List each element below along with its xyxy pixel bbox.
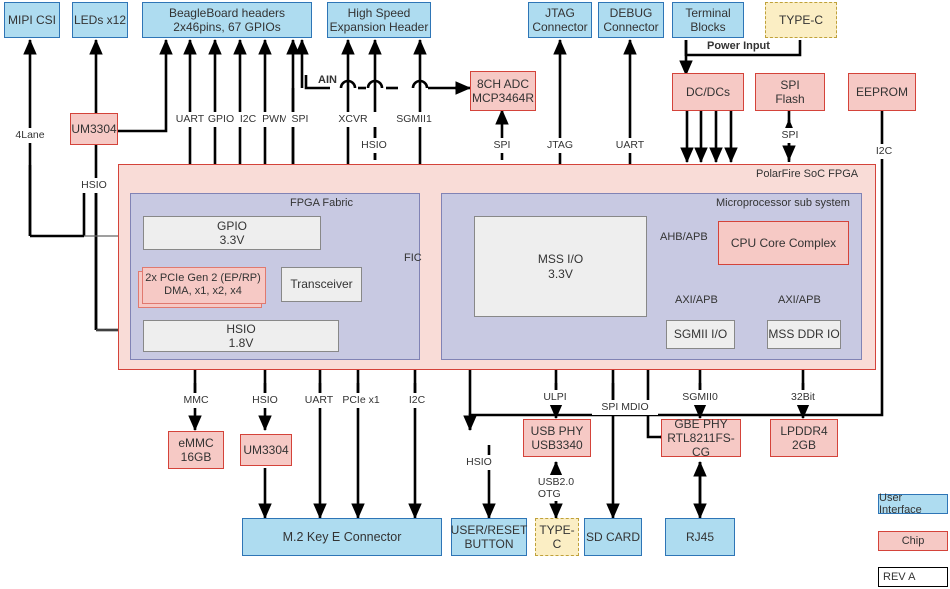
block-high-speed-expansion-header[interactable]: High Speed Expansion Header xyxy=(327,2,431,38)
block-sgmii-io[interactable]: SGMII I/O xyxy=(666,320,735,349)
signal-gpio: GPIO xyxy=(204,112,238,127)
signal-uart-top: UART xyxy=(172,112,208,127)
signal-jtag: JTAG xyxy=(543,138,577,153)
signal-hsio-button: HSIO xyxy=(459,455,499,470)
block-adc-8ch[interactable]: 8CH ADC MCP3464R xyxy=(470,71,536,111)
signal-4lane: 4Lane xyxy=(6,128,54,143)
bus-label-fic: FIC xyxy=(404,252,422,264)
signal-i2c-m2: I2C xyxy=(400,393,434,408)
signal-32bit: 32Bit xyxy=(783,390,823,405)
signal-pcie-x1: PCIe x1 xyxy=(337,393,385,408)
block-jtag-connector[interactable]: JTAG Connector xyxy=(528,2,592,38)
block-mipi-csi[interactable]: MIPI CSI xyxy=(4,2,60,38)
bus-label-axi-apb-1: AXI/APB xyxy=(675,294,718,306)
block-gbe-phy[interactable]: GBE PHY RTL8211FS-CG xyxy=(661,417,741,459)
signal-i2c-eeprom: I2C xyxy=(870,144,898,159)
legend-revision: REV A xyxy=(878,567,948,587)
signal-ulpi: ULPI xyxy=(535,390,575,405)
soc-outer-label: PolarFire SoC FPGA xyxy=(756,168,859,180)
bus-label-ahb-apb: AHB/APB xyxy=(660,231,708,243)
legend-user-interface: User Interface xyxy=(878,492,948,516)
signal-spi-mdio: SPI MDIO xyxy=(592,400,658,415)
signal-hsio-left: HSIO xyxy=(76,178,112,193)
block-cpu-core-complex[interactable]: CPU Core Complex xyxy=(718,221,849,265)
block-user-reset-button[interactable]: USER/RESET BUTTON xyxy=(451,518,527,556)
legend-chip: Chip xyxy=(878,531,948,551)
block-um3304-top[interactable]: UM3304 xyxy=(70,113,118,145)
block-terminal-blocks[interactable]: Terminal Blocks xyxy=(672,2,744,38)
fpga-fabric-label: FPGA Fabric xyxy=(290,197,353,209)
signal-ain: AIN xyxy=(318,74,337,86)
block-type-c-power[interactable]: TYPE-C xyxy=(765,2,837,38)
signal-power-input: Power Input xyxy=(707,40,770,52)
signal-hsio-xcvr: HSIO xyxy=(356,138,392,153)
signal-uart-m2: UART xyxy=(299,393,339,408)
block-mss-io[interactable]: MSS I/O 3.3V xyxy=(474,216,647,317)
block-debug-connector[interactable]: DEBUG Connector xyxy=(598,2,664,38)
block-leds-x12[interactable]: LEDs x12 xyxy=(72,2,128,38)
block-sd-card[interactable]: SD CARD xyxy=(584,518,642,556)
block-mss-ddr-io[interactable]: MSS DDR IO xyxy=(767,320,841,349)
block-spi-flash[interactable]: SPI Flash xyxy=(755,73,825,111)
signal-spi-top: SPI xyxy=(286,112,314,127)
signal-spi-flash: SPI xyxy=(776,128,804,143)
signal-i2c-top: I2C xyxy=(234,112,262,127)
block-eeprom[interactable]: EEPROM xyxy=(848,73,916,111)
signal-sgmii1: SGMII1 xyxy=(390,112,438,127)
block-hsio-18v[interactable]: HSIO 1.8V xyxy=(143,320,339,352)
signal-spi-adc: SPI xyxy=(488,138,516,153)
signal-sgmii0: SGMII0 xyxy=(676,390,724,405)
signal-hsio-um3304: HSIO xyxy=(247,393,283,408)
block-pcie-gen2-stack xyxy=(138,264,266,308)
block-dc-dcs[interactable]: DC/DCs xyxy=(672,73,744,111)
signal-uart-debug: UART xyxy=(611,138,649,153)
signal-mmc: MMC xyxy=(177,393,215,408)
bus-label-axi-apb-2: AXI/APB xyxy=(778,294,821,306)
block-m2-key-e[interactable]: M.2 Key E Connector xyxy=(242,518,442,556)
block-transceiver[interactable]: Transceiver xyxy=(281,267,362,302)
block-rj45[interactable]: RJ45 xyxy=(665,518,735,556)
signal-xcvr: XCVR xyxy=(329,112,377,127)
signal-usb20-otg: USB2.0 OTG xyxy=(534,475,578,501)
block-emmc[interactable]: eMMC 16GB xyxy=(168,431,224,469)
block-pcie-gen2[interactable]: 2x PCIe Gen 2 (EP/RP) DMA, x1, x2, x4 xyxy=(145,271,261,297)
block-gpio-33v[interactable]: GPIO 3.3V xyxy=(143,216,321,250)
signal-pwm: PWM xyxy=(258,112,292,127)
block-type-c-otg[interactable]: TYPE-C xyxy=(535,518,579,556)
block-lpddr4[interactable]: LPDDR4 2GB xyxy=(770,419,838,457)
block-usb-phy[interactable]: USB PHY USB3340 xyxy=(523,419,591,457)
block-um3304-bottom[interactable]: UM3304 xyxy=(240,434,292,466)
block-beagleboard-headers[interactable]: BeagleBoard headers 2x46pins, 67 GPIOs xyxy=(142,2,312,38)
mss-label: Microprocessor sub system xyxy=(716,197,850,209)
